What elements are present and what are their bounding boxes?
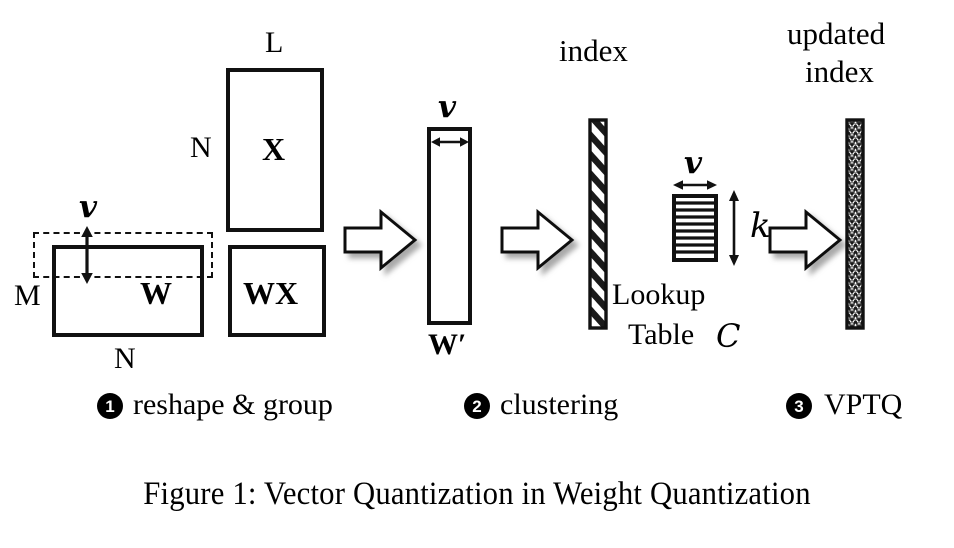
updated-index-label-line1: updated — [787, 16, 886, 51]
matrix-w-prime-box — [427, 127, 472, 325]
matrix-w-label: W — [140, 275, 172, 311]
v-width-arrow-lookup — [673, 180, 717, 190]
arrow-vptq — [768, 208, 843, 272]
figure-caption: Figure 1: Vector Quantization in Weight … — [143, 476, 811, 512]
step-3-label: VPTQ — [824, 388, 903, 421]
matrix-x-cols-label: L — [265, 26, 284, 59]
lookup-table-box — [672, 194, 718, 262]
lookup-table-label-line2: Table — [628, 318, 695, 351]
lookup-table-symbol: C — [716, 317, 741, 355]
step-2-number: 2 — [464, 393, 490, 419]
step-3-number: 3 — [786, 393, 812, 419]
index-label: index — [559, 33, 628, 68]
matrix-wx-label: WX — [243, 275, 299, 311]
matrix-x-label: X — [262, 131, 286, 167]
lookup-table-label-line1: Lookup — [612, 278, 706, 311]
matrix-w-cols-label: N — [114, 342, 136, 375]
step-1-label: reshape & group — [133, 388, 333, 421]
k-height-arrow-lookup — [729, 190, 739, 266]
matrix-x-rows-label: N — [190, 131, 212, 164]
group-vector-dashed-box — [33, 232, 213, 278]
v-width-arrow-w-prime — [431, 137, 469, 147]
index-vector-bar — [588, 118, 608, 330]
matrix-wx-box — [228, 245, 326, 337]
matrix-w-group-dim-label: v — [79, 189, 98, 225]
arrow-cluster — [500, 208, 575, 272]
arrow-reshape — [343, 208, 418, 272]
matrix-w-box — [52, 245, 204, 337]
step-2-label: clustering — [500, 388, 619, 421]
v-height-arrow-w — [81, 226, 93, 284]
lookup-table-width-label: v — [684, 145, 703, 181]
lookup-table-height-label: k — [750, 206, 771, 246]
matrix-w-prime-label: W′ — [428, 328, 467, 361]
matrix-w-prime-width-label: v — [438, 89, 457, 125]
matrix-x-box — [226, 68, 324, 232]
updated-index-vector-bar — [845, 118, 865, 330]
step-1-number: 1 — [97, 393, 123, 419]
matrix-w-rows-label: M — [14, 279, 41, 312]
updated-index-label-line2: index — [805, 54, 874, 89]
